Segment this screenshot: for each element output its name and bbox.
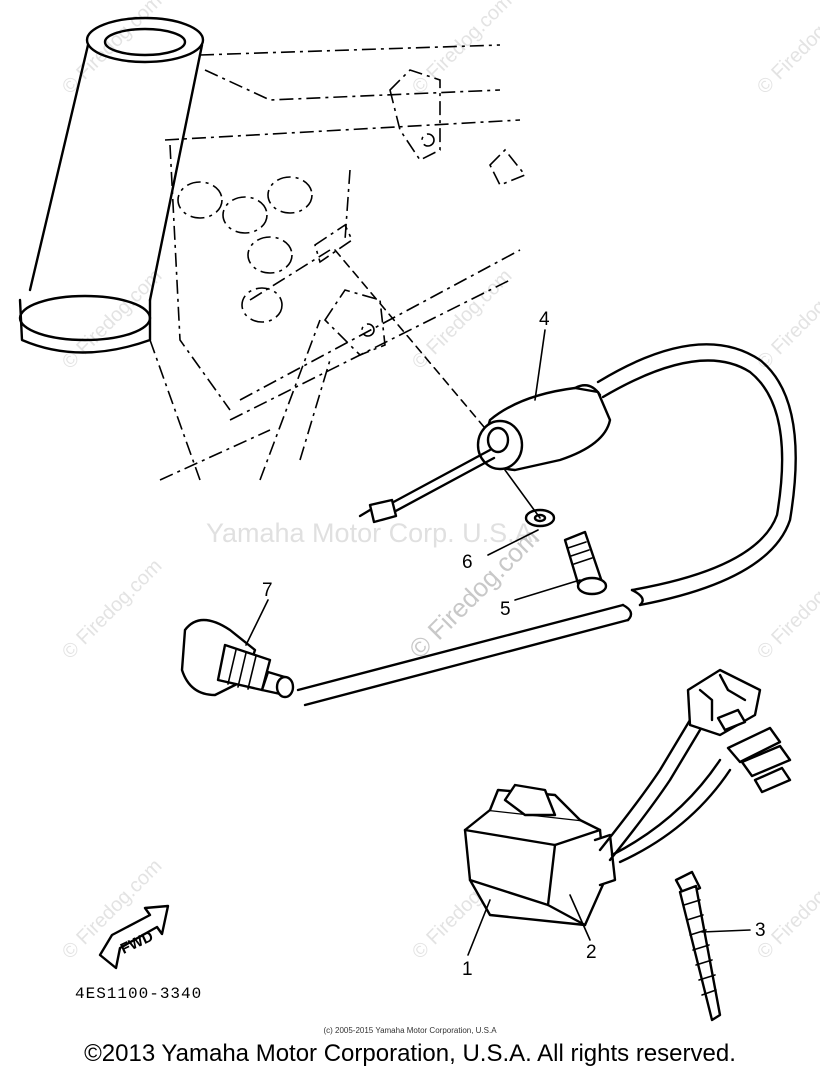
watermark-tile: © Firedog.com — [753, 0, 820, 99]
frame-outline — [18, 16, 527, 481]
callout-7: 7 — [262, 580, 273, 601]
bolt-part-5 — [563, 530, 608, 596]
callout-6: 6 — [462, 552, 473, 573]
watermark-layer: Yamaha Motor Corp. U.S.A. © Firedog.com … — [58, 0, 820, 964]
main-copyright: ©2013 Yamaha Motor Corporation, U.S.A. A… — [84, 1040, 736, 1067]
small-copyright: (c) 2005-2015 Yamaha Motor Corporation, … — [323, 1026, 497, 1035]
callout-1: 1 — [462, 959, 473, 980]
watermark-tile: © Firedog.com — [753, 265, 820, 374]
ignition-coil-part-4 — [296, 343, 797, 707]
spark-plug-cap-part-7 — [180, 618, 295, 699]
diagram-code: 4ES1100-3340 — [75, 985, 202, 1003]
callout-5: 5 — [500, 599, 511, 620]
leader-lines — [245, 329, 751, 956]
callout-4: 4 — [539, 309, 550, 330]
watermark-tile: © Firedog.com — [408, 0, 517, 99]
watermark-tile: © Firedog.com — [753, 855, 820, 964]
watermark-tile: © Firedog.com — [753, 555, 820, 664]
watermark-tile: © Firedog.com — [58, 555, 167, 664]
cdi-unit-part-2 — [463, 668, 792, 927]
washer-part-6 — [504, 469, 556, 528]
watermark-center: Yamaha Motor Corp. U.S.A. — [206, 518, 540, 548]
callout-numbers: 1 2 3 4 5 6 7 — [262, 309, 766, 980]
callout-2: 2 — [586, 942, 597, 963]
cable-tie-part-3 — [674, 870, 722, 1022]
callout-3: 3 — [755, 920, 766, 941]
